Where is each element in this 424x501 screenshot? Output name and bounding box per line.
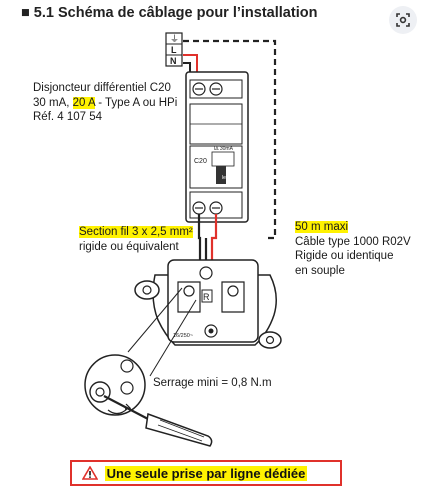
cable-rigid: Rigide ou identique (295, 250, 394, 262)
earth-wire-dashed (183, 39, 277, 240)
terminal-label-earth: ⏚ (170, 34, 179, 44)
circuit-breaker (185, 71, 249, 223)
breaker-reference: Réf. 4 107 54 (33, 111, 103, 123)
breaker-amperage-highlight: 20 A (72, 96, 96, 109)
wire-section-label: Section fil 3 x 2,5 mm² rigide ou équiva… (79, 225, 193, 254)
warning-triangle-icon (82, 466, 98, 480)
wire-section-line-2: rigide ou équivalent (79, 240, 179, 253)
warning-text: Une seule prise par ligne dédiée (104, 465, 308, 481)
socket-marking: 16/250~ (173, 333, 193, 339)
wire-section-highlight: Section fil 3 x 2,5 mm² (79, 226, 193, 238)
terminal-detail-circle (84, 354, 146, 416)
breaker-trip: I∆ 30mA (214, 146, 234, 152)
cable-flexible: en souple (295, 264, 345, 277)
socket-base (134, 259, 282, 349)
cable-length-highlight: 50 m maxi (295, 221, 349, 233)
section-title: ■ 5.1 Schéma de câblage pour l’installat… (21, 5, 317, 21)
breaker-line-2: 30 mA, 20 A - Type A ou HPi (33, 96, 178, 109)
zoom-guide-lines (127, 287, 197, 377)
cable-type: Câble type 1000 R02V (295, 235, 411, 248)
terminal-label-l: L (171, 45, 177, 55)
terminal-block (165, 32, 183, 67)
breaker-line-1: Disjoncteur différentiel C20 (33, 82, 171, 94)
title-bullet: ■ (21, 5, 30, 21)
cable-info: 50 m maxi Câble type 1000 R02V Rigide ou… (295, 220, 411, 278)
breaker-brand: legrand (222, 175, 239, 181)
screwdriver (103, 395, 213, 447)
breaker-rating: C20 (194, 158, 207, 165)
visual-search-button[interactable] (389, 6, 417, 34)
terminal-label-n: N (170, 56, 177, 66)
warning-box: Une seule prise par ligne dédiée (70, 460, 342, 486)
socket-reset-label: R (203, 292, 210, 302)
torque-label: Serrage mini = 0,8 N.m (153, 377, 272, 389)
visual-search-icon (396, 13, 410, 27)
title-text: 5.1 Schéma de câblage pour l’installatio… (33, 5, 318, 21)
breaker-description: Disjoncteur différentiel C20 30 mA, 20 A… (33, 81, 177, 125)
